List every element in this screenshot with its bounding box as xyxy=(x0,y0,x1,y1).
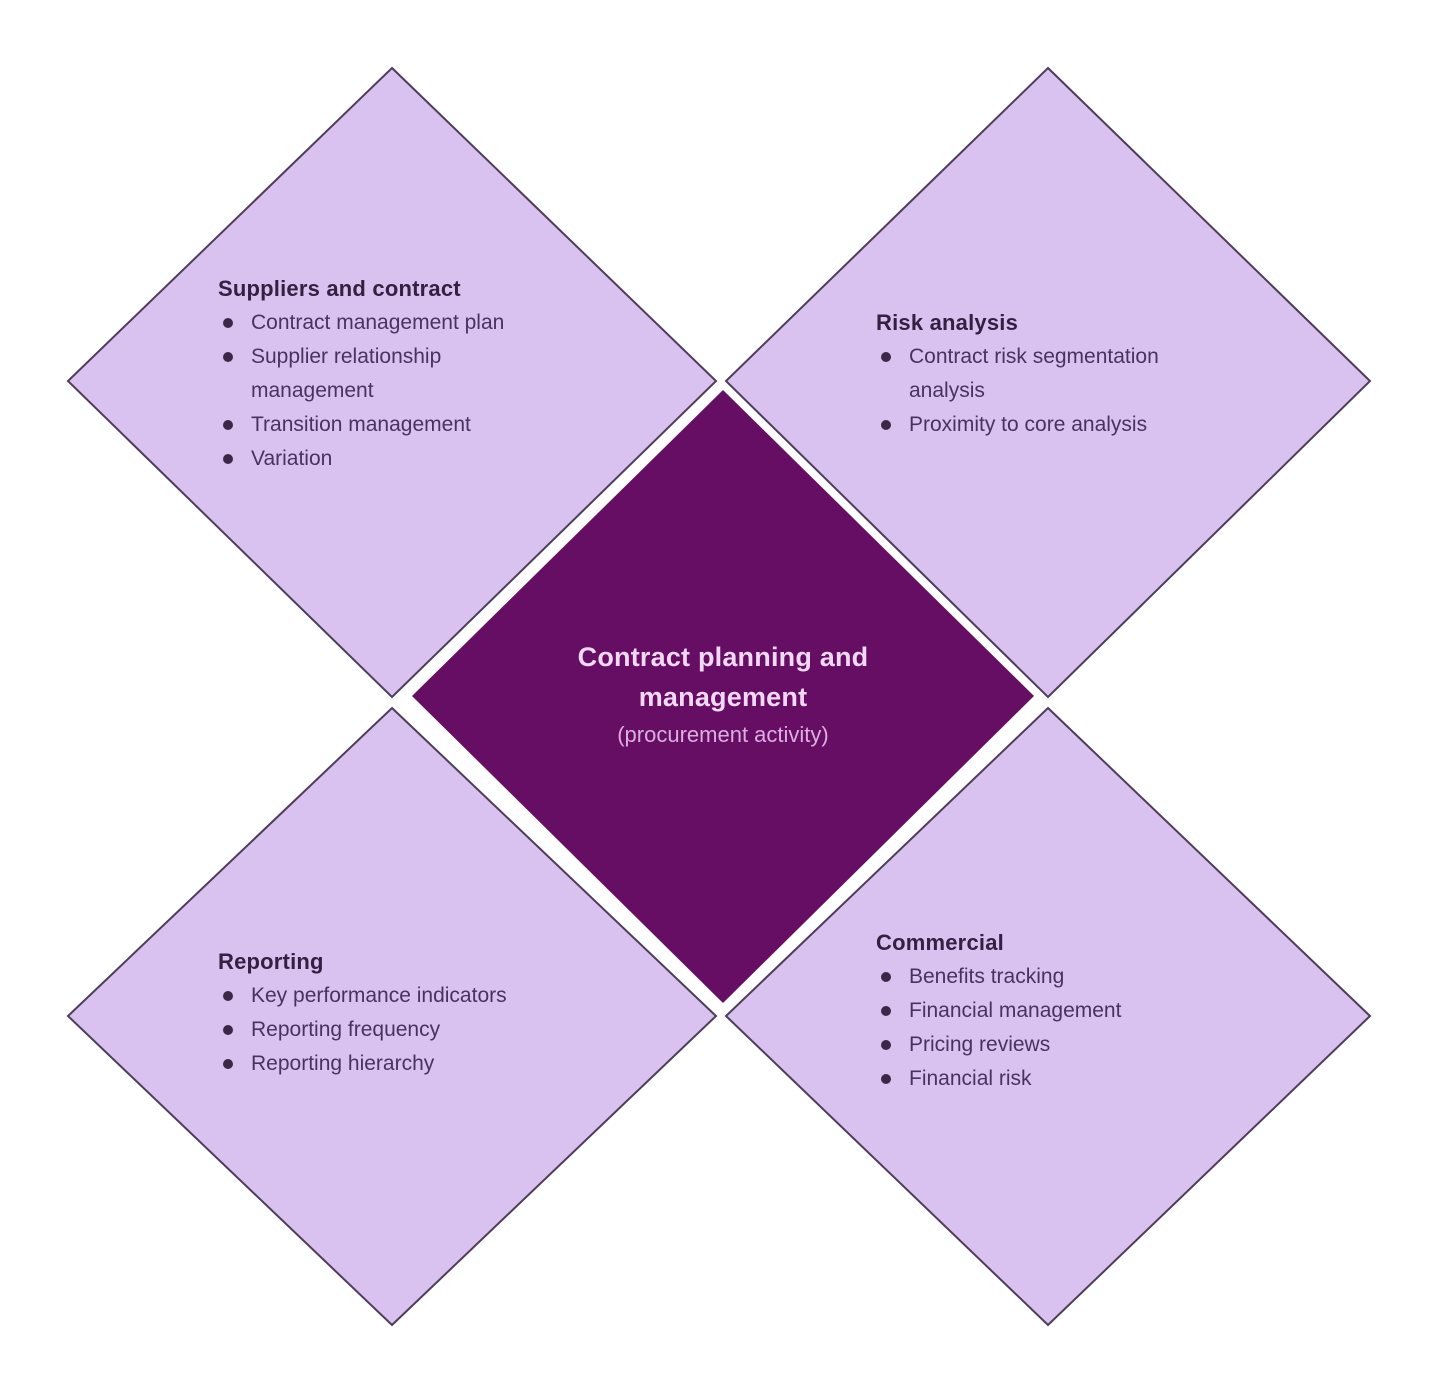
suppliers-diamond-shape xyxy=(66,66,718,699)
reporting-quadrant: Reporting Key performance indicators Rep… xyxy=(218,945,507,1081)
commercial-diamond-shape xyxy=(724,706,1372,1327)
quadrant-list: Contract management plan Supplier relati… xyxy=(218,306,556,476)
list-item: Contract risk segmentation analysis xyxy=(876,340,1214,408)
reporting-diamond-shape xyxy=(66,706,718,1327)
list-item: Pricing reviews xyxy=(876,1028,1121,1062)
list-item: Benefits tracking xyxy=(876,960,1121,994)
suppliers-quadrant: Suppliers and contract Contract manageme… xyxy=(218,272,556,476)
center-diamond-shape xyxy=(412,390,1034,1003)
list-item: Reporting hierarchy xyxy=(218,1047,507,1081)
list-item: Supplier relationship management xyxy=(218,340,556,408)
center-title: Contract planning and management xyxy=(577,642,869,712)
list-item: Transition management xyxy=(218,408,556,442)
center-label: Contract planning and management (procur… xyxy=(533,637,913,751)
list-item: Financial risk xyxy=(876,1062,1121,1096)
quadrant-title: Commercial xyxy=(876,930,1004,955)
quadrant-title: Suppliers and contract xyxy=(218,276,461,301)
quadrant-list: Benefits tracking Financial management P… xyxy=(876,960,1121,1096)
list-item: Proximity to core analysis xyxy=(876,408,1214,442)
list-item: Variation xyxy=(218,442,556,476)
list-item: Financial management xyxy=(876,994,1121,1028)
quadrant-list: Contract risk segmentation analysis Prox… xyxy=(876,340,1214,442)
risk-quadrant: Risk analysis Contract risk segmentation… xyxy=(876,306,1214,442)
quadrant-list: Key performance indicators Reporting fre… xyxy=(218,979,507,1081)
commercial-quadrant: Commercial Benefits tracking Financial m… xyxy=(876,926,1121,1096)
quadrant-title: Risk analysis xyxy=(876,310,1019,335)
list-item: Reporting frequency xyxy=(218,1013,507,1047)
list-item: Key performance indicators xyxy=(218,979,507,1013)
quadrant-title: Reporting xyxy=(218,949,324,974)
center-subtitle: (procurement activity) xyxy=(617,722,829,747)
list-item: Contract management plan xyxy=(218,306,556,340)
risk-diamond-shape xyxy=(724,66,1372,699)
